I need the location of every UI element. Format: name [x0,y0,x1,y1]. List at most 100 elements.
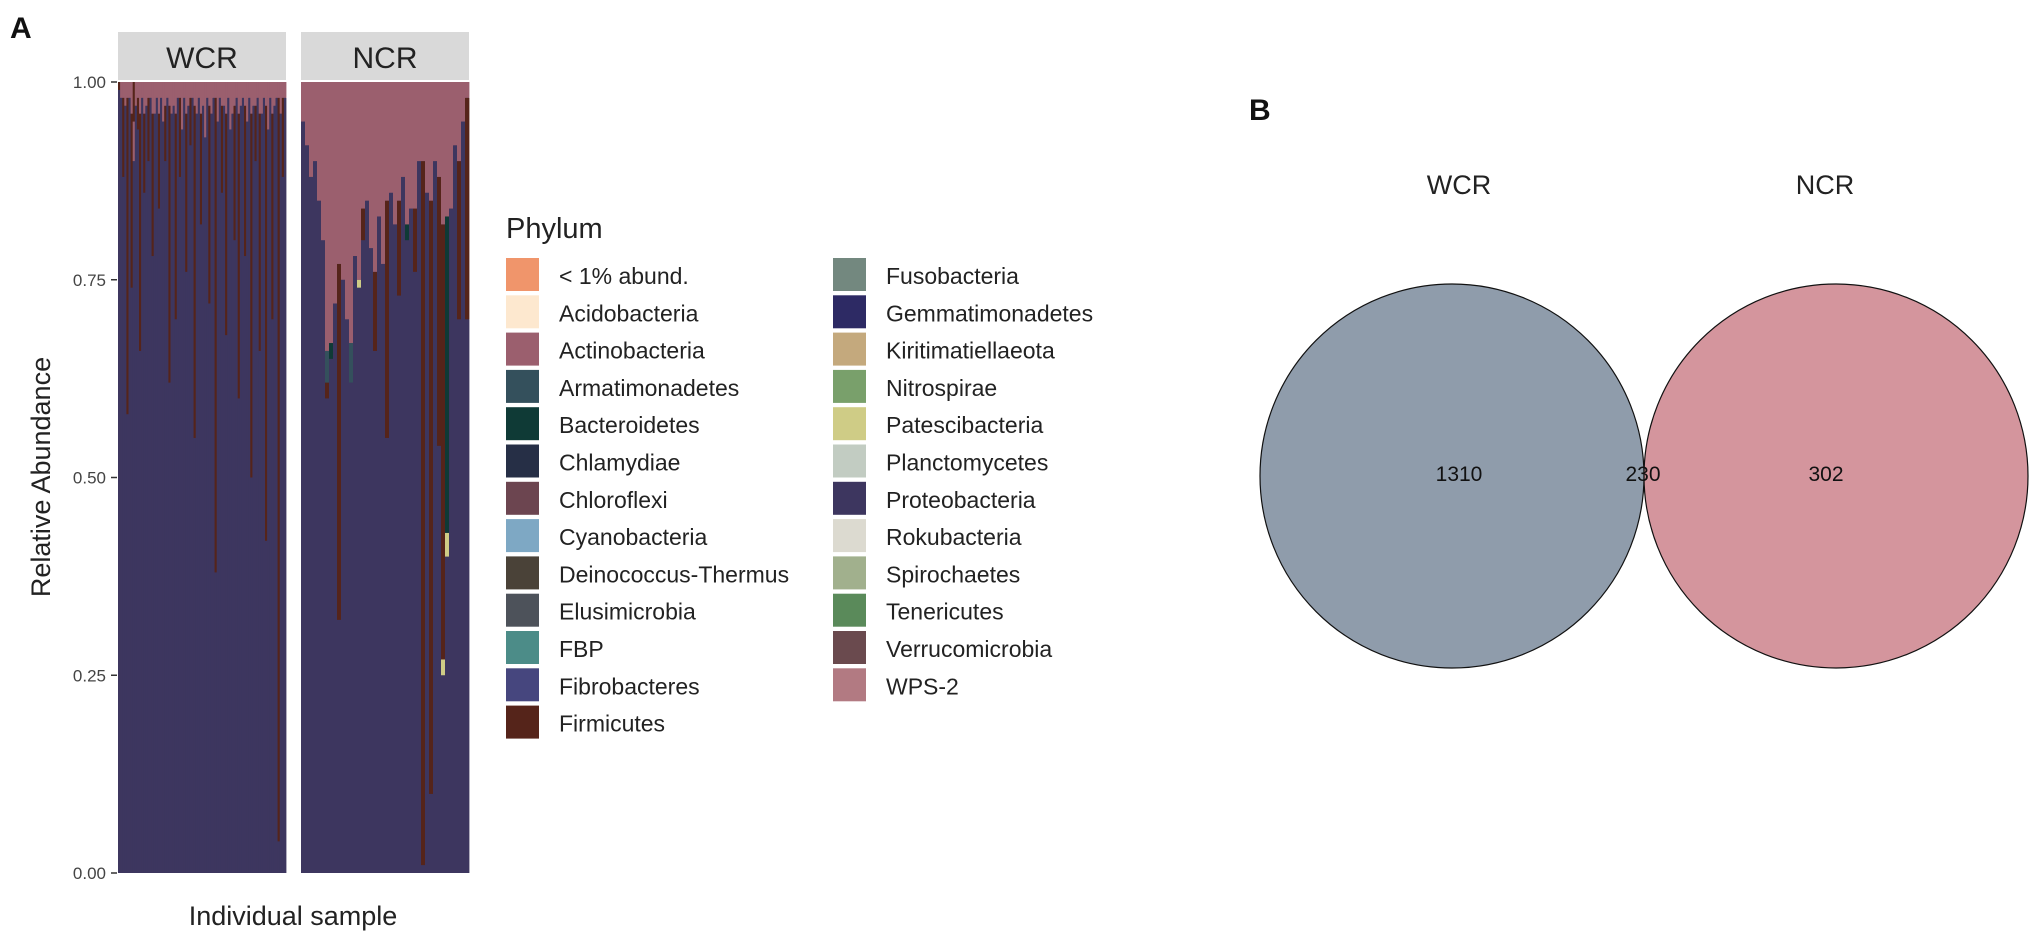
legend-item: Chlamydiae [506,444,680,478]
bar-segment [157,113,161,209]
bar-segment [218,97,222,873]
bar-segment [193,437,197,873]
bar-segment [252,105,255,874]
sample-bar [361,82,366,873]
bar-segment [457,319,462,873]
sample-bar [208,82,211,874]
bar-segment [206,82,209,98]
bar-segment [204,137,207,873]
bar-segment [239,105,243,874]
sample-bar [389,82,394,874]
legend-item: < 1% abund. [506,258,689,291]
bar-segment [248,97,251,873]
sample-bar [199,82,203,873]
legend-item: Planctomycetes [833,444,1048,478]
bar-segment [162,121,165,874]
bar-segment [337,619,342,873]
legend-label: < 1% abund. [559,263,689,289]
venn-label-wcr: WCR [1427,170,1491,200]
bar-segment [210,82,213,114]
bar-segment [341,279,346,873]
y-tick-label: 0.75 [73,271,106,290]
bar-segment [256,97,260,873]
bar-segment [208,303,211,874]
bar-segment [389,192,394,874]
sample-bar [155,82,159,873]
bar-segment [385,200,390,438]
legend-label: Verrucomicrobia [886,636,1052,662]
bar-segment [132,161,136,874]
bar-segment [341,82,346,280]
legend-label: Elusimicrobia [559,599,696,625]
bar-segment [277,82,281,98]
sample-bar [231,82,234,873]
bar-segment [185,82,188,114]
bar-segment [449,82,454,209]
bar-segment [409,208,414,873]
bar-segment [181,129,184,873]
bar-segment [267,82,270,130]
bar-segment [277,841,281,873]
sample-bar [218,82,222,873]
bar-segment [429,82,434,201]
sample-bar [279,82,283,873]
legend-swatch [833,407,866,441]
sample-bar [220,82,224,874]
bar-segment [413,271,418,874]
legend-item: Rokubacteria [833,519,1022,553]
sample-bar [143,82,146,874]
bar-segment [206,97,209,873]
bar-segment [189,82,192,98]
bar-segment [389,82,394,193]
sample-bar [128,82,131,873]
legend-swatch [833,369,866,403]
bar-segment [223,105,226,874]
sample-bar [229,82,232,873]
bar-segment [189,145,192,873]
bar-segment [147,82,150,98]
bar-segment [134,105,138,874]
bar-segment [252,82,255,106]
bar-segment [128,82,131,98]
bar-segment [254,82,257,106]
bar-segment [132,82,136,122]
y-tick-label: 0.50 [73,469,106,488]
bar-segment [361,240,366,873]
legend-item: Actinobacteria [506,332,705,366]
y-axis: 0.000.250.500.751.00 [73,73,117,883]
legend-label: Acidobacteria [559,300,699,326]
sample-bar [275,82,278,873]
bar-segment [220,105,224,193]
bar-segment [195,82,199,114]
bar-segment [168,82,171,106]
bar-segment [437,82,442,177]
sample-bar [321,82,326,873]
bar-segment [373,82,378,272]
sample-bar [265,82,268,873]
bar-segment [429,200,434,794]
bar-segment [151,113,155,257]
legend-swatch [506,631,539,664]
bar-segment [417,161,422,874]
legend-swatch [506,481,539,515]
sample-bar [373,82,378,873]
bar-segment [248,82,251,98]
bar-segment [187,105,190,874]
bar-segment [191,97,194,873]
sample-bar [147,82,150,874]
sample-bar [277,82,281,873]
legend-label: Fibrobacteres [559,673,700,699]
sample-bar [124,82,127,874]
bar-segment [457,161,462,320]
bar-segment [313,82,318,162]
sample-bar [445,82,450,873]
bar-segment [216,82,220,122]
venn-diagram [1259,283,2029,669]
sample-bar [183,82,186,873]
legend-swatch [833,593,866,627]
legend-label: Cyanobacteria [559,524,708,550]
bar-segment [273,105,276,874]
sample-bar [166,82,169,873]
bar-segment [309,82,314,177]
